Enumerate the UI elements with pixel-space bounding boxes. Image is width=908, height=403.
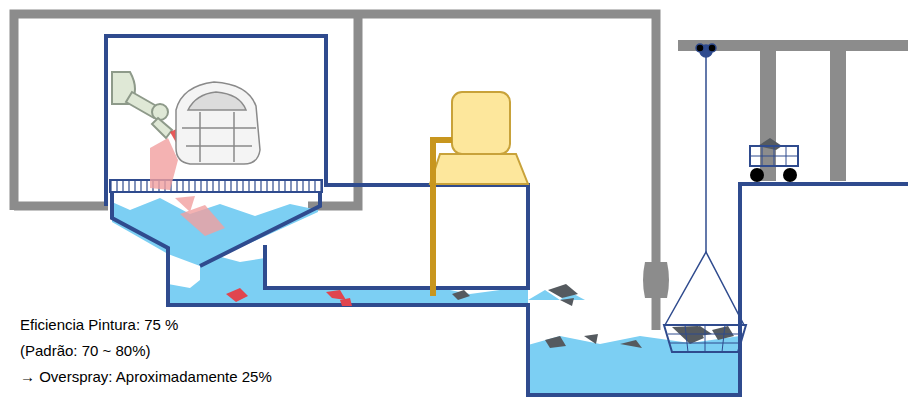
building-frame [14,202,108,211]
water [528,336,740,395]
sludge-cart [750,146,798,166]
suction-pipe [433,140,452,296]
sludge-cart [774,146,775,166]
hoist [705,56,707,252]
car-body [176,82,260,164]
sludge-cart [762,146,763,166]
note-text: (Padrão: 70 ~ 80%) [20,342,151,360]
sludge-cart [750,138,798,182]
car-body [186,145,252,147]
sludge [560,298,574,306]
sludge-cart [786,146,787,166]
car-body [176,82,260,164]
sludge [584,334,598,344]
car-body [199,112,201,162]
sludge-cart [750,168,764,182]
floor-grating [110,180,322,192]
overspray [180,205,225,236]
crane-structure [678,40,908,51]
robot-arm [112,72,172,138]
hoist [665,252,744,325]
sludge [620,340,642,348]
valve [643,262,669,298]
building-frame [308,14,358,206]
separator-unit [430,154,528,184]
car-body [233,112,235,162]
valve [643,262,669,298]
car-body [182,127,256,129]
robot-arm [152,104,168,120]
sludge-cart [783,168,797,182]
paint-particles [226,288,248,302]
sludge-basket [672,326,704,344]
water [112,198,740,395]
building-frame [14,14,656,262]
robot-arm [152,118,172,138]
sludge [545,336,566,348]
sludge-basket [664,325,746,352]
car-body [188,92,246,110]
sludge-cart [750,146,798,166]
paint-particles [226,288,352,306]
crane-structure [830,51,846,181]
booth-and-pit-outline [112,184,908,395]
sludge-basket [712,326,734,340]
crane-structure [760,51,776,181]
sludge-basket [668,325,743,352]
building-frame [652,298,661,330]
hoist [696,44,704,52]
sludge-basket [705,325,706,352]
sludge-basket [664,325,746,352]
water [168,254,528,305]
sludge [452,284,712,348]
separator-unit [452,92,510,154]
sludge [548,284,578,298]
note-text: → Overspray: Aproximadamente 25% [20,368,272,386]
building-frame [14,14,656,330]
sludge [452,290,470,300]
paint-particles [326,290,346,300]
suction-pipe [433,140,452,296]
note-text: Eficiencia Pintura: 75 % [20,316,178,334]
hoist [708,44,716,52]
sludge-basket [722,325,725,352]
overspray [175,196,195,212]
crane-structure [678,40,908,181]
sludge-basket [685,325,688,352]
booth-and-pit-outline [106,36,908,395]
paint-particles [340,298,352,306]
overspray [150,138,178,190]
hoist [665,44,744,325]
